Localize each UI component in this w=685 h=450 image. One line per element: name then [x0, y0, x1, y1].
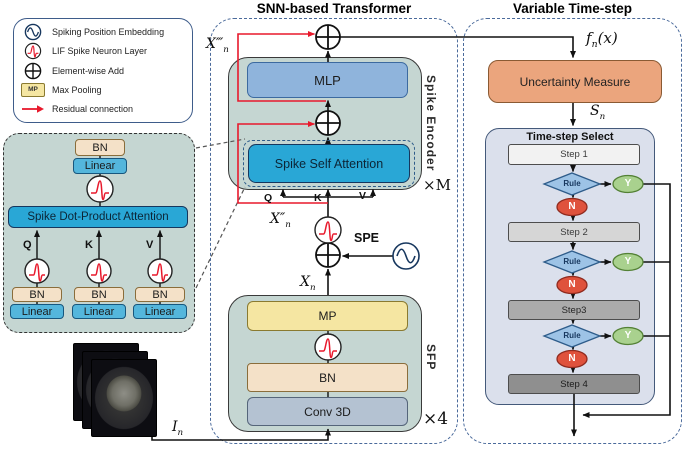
residual-connections [237, 31, 328, 204]
k-label: K [314, 192, 322, 204]
detail-output-linear: Linear [73, 158, 127, 174]
legend-label: Spiking Position Embedding [52, 27, 165, 38]
rule-2-label: Rule [563, 257, 581, 266]
plus-circle-icon [20, 62, 46, 80]
x-double-prime-label: X″n [270, 211, 291, 230]
legend-label: LIF Spike Neuron Layer [52, 46, 148, 57]
detail-q-linear: Linear [10, 304, 64, 319]
i-n-label: In [172, 419, 184, 438]
mlp-box: MLP [247, 62, 408, 98]
x-n-label: Xn [300, 274, 316, 293]
red-arrow-icon [20, 104, 46, 114]
legend-label: Element-wise Add [52, 65, 125, 76]
spike-waveforms [29, 180, 337, 359]
detail-connectors [34, 156, 329, 397]
spike-neuron-icons [24, 175, 342, 361]
sfp-side-label: SFP [424, 343, 438, 371]
yes-2-label: Y [624, 256, 632, 267]
sine-icon-spe [392, 242, 420, 270]
spike-circle-icon [20, 42, 46, 60]
sine-wave-circle-icon [20, 23, 46, 41]
no-2-label: N [568, 279, 576, 290]
detail-k-label: K [85, 239, 93, 251]
max-pooling-box: MP [247, 301, 408, 331]
spike-encoder-side-label: Spike Encoder [424, 75, 438, 172]
spike-dot-product-attention: Spike Dot-Product Attention [8, 206, 188, 228]
add-icon-top [315, 24, 341, 50]
v-label: V [359, 190, 367, 202]
no-3-label: N [568, 353, 576, 364]
spike-self-attention: Spike Self Attention [248, 144, 410, 183]
step-1-box: Step 1 [508, 144, 640, 165]
legend-item-maxpool: MP Max Pooling [20, 81, 186, 99]
detail-output-bn: BN [75, 139, 125, 156]
detail-v-label: V [146, 239, 154, 251]
step-4-box: Step 4 [508, 374, 640, 394]
legend-box: Spiking Position Embedding LIF Spike Neu… [13, 18, 193, 123]
step-3-box: Step3 [508, 300, 640, 320]
mp-box-icon-text: MP [21, 82, 45, 97]
snn-transformer-title: SNN-based Transformer [256, 1, 412, 16]
no-ovals [556, 197, 588, 369]
detail-v-bn: BN [135, 287, 185, 302]
no-1-label: N [568, 201, 576, 212]
variable-timestep-title: Variable Time-step [512, 1, 633, 16]
yes-1-label: Y [624, 178, 632, 189]
conv3d-box: Conv 3D [247, 397, 408, 426]
detail-v-linear: Linear [133, 304, 187, 319]
snn-transformer-panel [210, 18, 458, 444]
detail-k-linear: Linear [72, 304, 126, 319]
s-n-label: Sn [590, 103, 606, 122]
variable-timestep-panel [463, 18, 682, 444]
ssa-dashed-wrapper [243, 140, 415, 187]
legend-label: Residual connection [52, 103, 134, 114]
legend-item-spe: Spiking Position Embedding [20, 23, 186, 41]
add-icon-attention [315, 110, 341, 136]
encoder-multiplier: ×M [423, 176, 451, 194]
detail-q-label: Q [23, 239, 32, 251]
sfp-multiplier: ×4 [423, 409, 449, 429]
timestep-select-title: Time-step Select [526, 131, 614, 143]
q-label: Q [264, 192, 273, 204]
rule-diamonds [542, 172, 602, 348]
legend-item-lif: LIF Spike Neuron Layer [20, 42, 186, 60]
legend-label: Max Pooling [52, 84, 102, 95]
uncertainty-measure-box: Uncertainty Measure [488, 60, 662, 103]
mri-slice-front [91, 359, 157, 437]
yes-3-label: Y [624, 330, 632, 341]
legend-item-residual: Residual connection [20, 100, 186, 118]
rule-1-label: Rule [563, 179, 581, 188]
step-2-box: Step 2 [508, 222, 640, 242]
yes-ovals [612, 174, 644, 346]
detail-k-bn: BN [74, 287, 124, 302]
f-n-x-label: fn(x) [586, 29, 618, 50]
zoom-guide-lines [195, 138, 246, 289]
mp-box-icon: MP [20, 82, 46, 97]
bn-box: BN [247, 363, 408, 392]
detail-q-bn: BN [12, 287, 62, 302]
x-triple-prime-label: X‴n [206, 36, 229, 55]
legend-item-add: Element-wise Add [20, 61, 186, 79]
rule-3-label: Rule [563, 331, 581, 340]
spe-label: SPE [354, 231, 380, 245]
add-icon-spe [315, 242, 341, 268]
